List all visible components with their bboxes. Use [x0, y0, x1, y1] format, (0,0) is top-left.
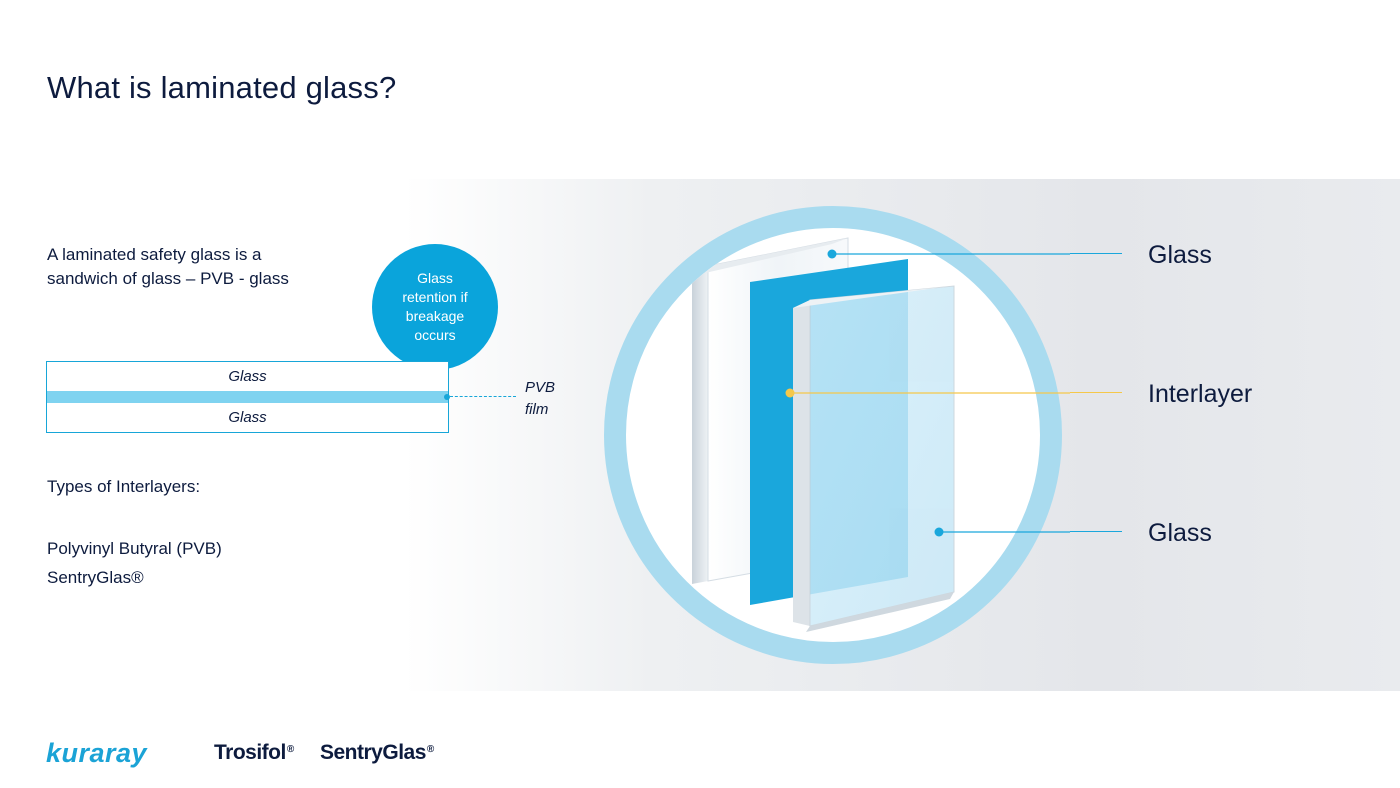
interlayer-type-item: SentryGlas®: [47, 568, 144, 587]
intro-line-1: A laminated safety glass is a: [47, 245, 262, 264]
sentryglas-wordmark: SentryGlas: [320, 741, 426, 764]
bubble-line-4: occurs: [414, 327, 456, 343]
leader-extension-middle: [1070, 392, 1122, 393]
interlayer-type-item: Polyvinyl Butyral (PVB): [47, 539, 222, 558]
registered-mark: ®: [286, 743, 294, 755]
interlayer-types-list: Polyvinyl Butyral (PVB) SentryGlas®: [47, 534, 222, 592]
leader-extension-bottom: [1070, 531, 1122, 532]
callout-glass-top: Glass: [1148, 241, 1212, 269]
pvb-label-line-1: PVB: [525, 379, 556, 396]
callout-interlayer: Interlayer: [1148, 380, 1253, 408]
pvb-layer: [46, 391, 449, 403]
page-title: What is laminated glass?: [47, 70, 397, 105]
interlayer-types-heading: Types of Interlayers:: [47, 477, 201, 496]
pvb-pointer-line: [450, 396, 516, 397]
glass-layer-bottom: Glass: [46, 403, 449, 433]
laminate-cross-section: Glass Glass: [46, 361, 449, 433]
pvb-label-line-2: film: [525, 401, 549, 418]
kuraray-logo: kuraray: [46, 737, 148, 768]
bubble-line-3: breakage: [405, 308, 465, 324]
trosifol-wordmark: Trosifol: [214, 741, 286, 764]
registered-mark: ®: [426, 743, 434, 755]
bubble-line-2: retention if: [402, 289, 468, 305]
pvb-film-label: PVB film: [525, 377, 555, 421]
exploded-glass-diagram: [604, 206, 1070, 664]
glass-retention-bubble: Glass retention if breakage occurs: [372, 244, 498, 370]
front-glass-pane: [809, 285, 955, 627]
trosifol-logo: Trosifol®: [214, 736, 294, 770]
callout-glass-bottom: Glass: [1148, 519, 1212, 547]
pvb-pointer-dot: [444, 394, 450, 400]
sentryglas-logo: SentryGlas®: [320, 736, 434, 770]
intro-line-2: sandwich of glass – PVB - glass: [47, 269, 289, 288]
back-glass-edge: [692, 266, 708, 584]
bubble-line-1: Glass: [417, 270, 453, 286]
glass-layer-top: Glass: [46, 361, 449, 391]
front-glass-edge: [793, 300, 810, 626]
intro-text: A laminated safety glass is a sandwich o…: [47, 243, 367, 291]
leader-extension-top: [1070, 253, 1122, 254]
